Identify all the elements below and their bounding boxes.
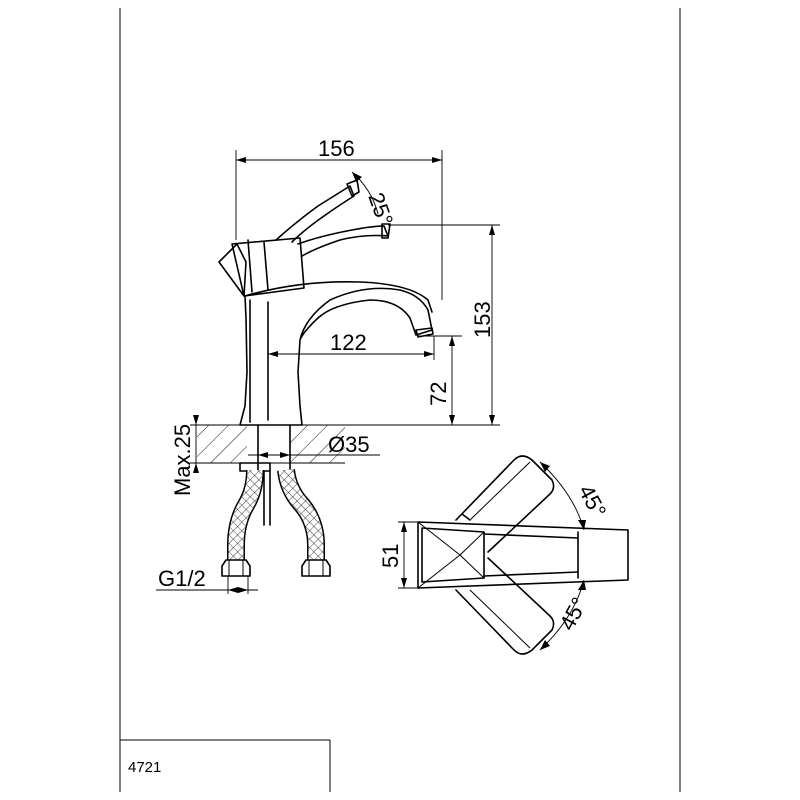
dim-spout-reach: 122 [330, 330, 367, 355]
dim-total-height: 153 [470, 301, 495, 338]
dimension-lines [156, 150, 500, 594]
dim-max-deck-thickness: Max.25 [170, 424, 195, 496]
model-code: 4721 [128, 759, 161, 776]
dim-spout-height: 72 [426, 382, 451, 406]
dim-handle-width: 51 [378, 544, 403, 568]
dim-thread: G1/2 [158, 566, 206, 591]
faucet-top-view [417, 455, 629, 655]
dim-handle-angle: 25° [363, 189, 398, 229]
faucet-side-view [190, 179, 434, 577]
dim-total-length: 156 [318, 136, 355, 161]
drawing-frame [119, 8, 681, 792]
dim-hole-diameter: Ø35 [328, 432, 370, 457]
deck-section-left [197, 425, 247, 463]
deck-section-right [290, 425, 345, 463]
top-view-dimensions [398, 461, 586, 651]
